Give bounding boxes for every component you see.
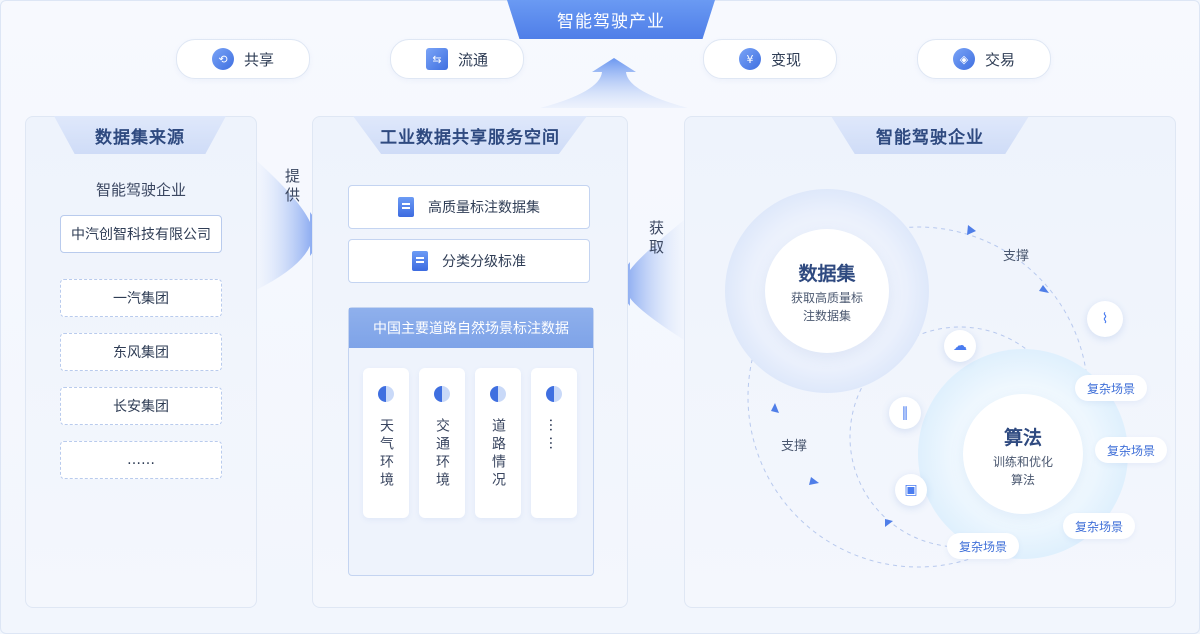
share-space-panel: 工业数据共享服务空间 高质量标注数据集 分类分级标准 中国主要道路自然场景标注数…	[312, 116, 628, 608]
share-label: 共享	[243, 50, 274, 69]
circulation-pill[interactable]: ⇆ 流通	[390, 39, 524, 79]
company-item[interactable]: 中汽创智科技有限公司	[60, 215, 222, 253]
source-subtitle: 智能驾驶企业	[95, 181, 186, 199]
company-item[interactable]: 东风集团	[60, 333, 222, 371]
monetize-label: 变现	[770, 50, 801, 69]
obtain-label: 获取	[647, 220, 665, 258]
algorithm-circle-desc: 算法	[1010, 473, 1035, 487]
scene-card-title: 中国主要道路自然场景标注数据	[349, 308, 593, 348]
moon-icon	[434, 386, 450, 402]
share-pill[interactable]: ⟲ 共享	[176, 39, 310, 79]
company-item[interactable]: ……	[60, 441, 222, 479]
standard-label: 分类分级标准	[442, 254, 526, 270]
cloud-icon[interactable]: ☁	[944, 330, 976, 362]
support-label: 支撑	[1003, 249, 1030, 264]
document-icon	[398, 197, 414, 217]
moon-icon	[378, 386, 394, 402]
dataset-circle-desc: 获取高质量标	[790, 291, 863, 305]
support-label: 支撑	[781, 439, 808, 454]
circulation-icon: ⇆	[425, 48, 448, 70]
scene-column[interactable]: 道路情况	[475, 368, 521, 518]
algorithm-circle-desc: 训练和优化	[992, 455, 1053, 469]
scene-column[interactable]: 天气环境	[363, 368, 409, 518]
share-space-title: 工业数据共享服务空间	[353, 116, 587, 154]
car-icon[interactable]: ▣	[895, 474, 927, 506]
document-icon	[412, 251, 428, 271]
trade-pill[interactable]: ◈ 交易	[917, 39, 1051, 79]
provide-label: 提供	[283, 168, 301, 206]
dataset-item[interactable]: 高质量标注数据集	[348, 185, 590, 229]
scene-column-label: ……	[546, 418, 562, 454]
monetize-pill[interactable]: ¥ 变现	[703, 39, 837, 79]
company-item[interactable]: 长安集团	[60, 387, 222, 425]
source-panel: 数据集来源 智能驾驶企业 中汽创智科技有限公司 一汽集团 东风集团 长安集团 ……	[25, 116, 257, 608]
scene-data-card: 中国主要道路自然场景标注数据 天气环境 交通环境 道路情况 ……	[348, 307, 594, 576]
source-panel-title: 数据集来源	[54, 116, 226, 154]
enterprise-panel: 智能驾驶企业 数据集 获取高质量标 注数据集 算法 训练和优化 算法 ⌇ ☁ ∥…	[684, 116, 1176, 608]
complex-scene-tag: 复杂场景	[1095, 437, 1168, 463]
scene-column-label: 天气环境	[378, 418, 394, 490]
dataset-circle-title: 数据集	[798, 263, 856, 285]
scene-column[interactable]: 交通环境	[419, 368, 465, 518]
trade-icon: ◈	[952, 48, 975, 70]
complex-scene-tag: 复杂场景	[947, 533, 1020, 559]
moon-icon	[546, 386, 562, 402]
scene-column-label: 交通环境	[434, 418, 450, 490]
scene-column[interactable]: ……	[531, 368, 577, 518]
road-icon[interactable]: ∥	[889, 397, 921, 429]
dataset-core	[765, 229, 889, 353]
dataset-circle[interactable]: 数据集 获取高质量标 注数据集	[725, 189, 929, 393]
complex-scene-tag: 复杂场景	[1063, 513, 1136, 539]
industry-banner: 智能驾驶产业	[507, 0, 715, 39]
chart-line-icon[interactable]: ⌇	[1087, 301, 1123, 337]
trade-label: 交易	[984, 50, 1015, 69]
company-item[interactable]: 一汽集团	[60, 279, 222, 317]
scene-column-label: 道路情况	[490, 418, 506, 490]
moon-icon	[490, 386, 506, 402]
dataset-circle-desc: 注数据集	[802, 309, 851, 323]
circulation-label: 流通	[457, 50, 488, 69]
dataset-label: 高质量标注数据集	[428, 200, 540, 216]
share-icon: ⟲	[211, 48, 234, 70]
standard-item[interactable]: 分类分级标准	[348, 239, 590, 283]
enterprise-title: 智能驾驶企业	[831, 117, 1029, 154]
algorithm-circle-title: 算法	[1003, 427, 1042, 449]
complex-scene-tag: 复杂场景	[1075, 375, 1148, 401]
algorithm-core	[963, 394, 1083, 514]
monetize-icon: ¥	[738, 48, 761, 70]
